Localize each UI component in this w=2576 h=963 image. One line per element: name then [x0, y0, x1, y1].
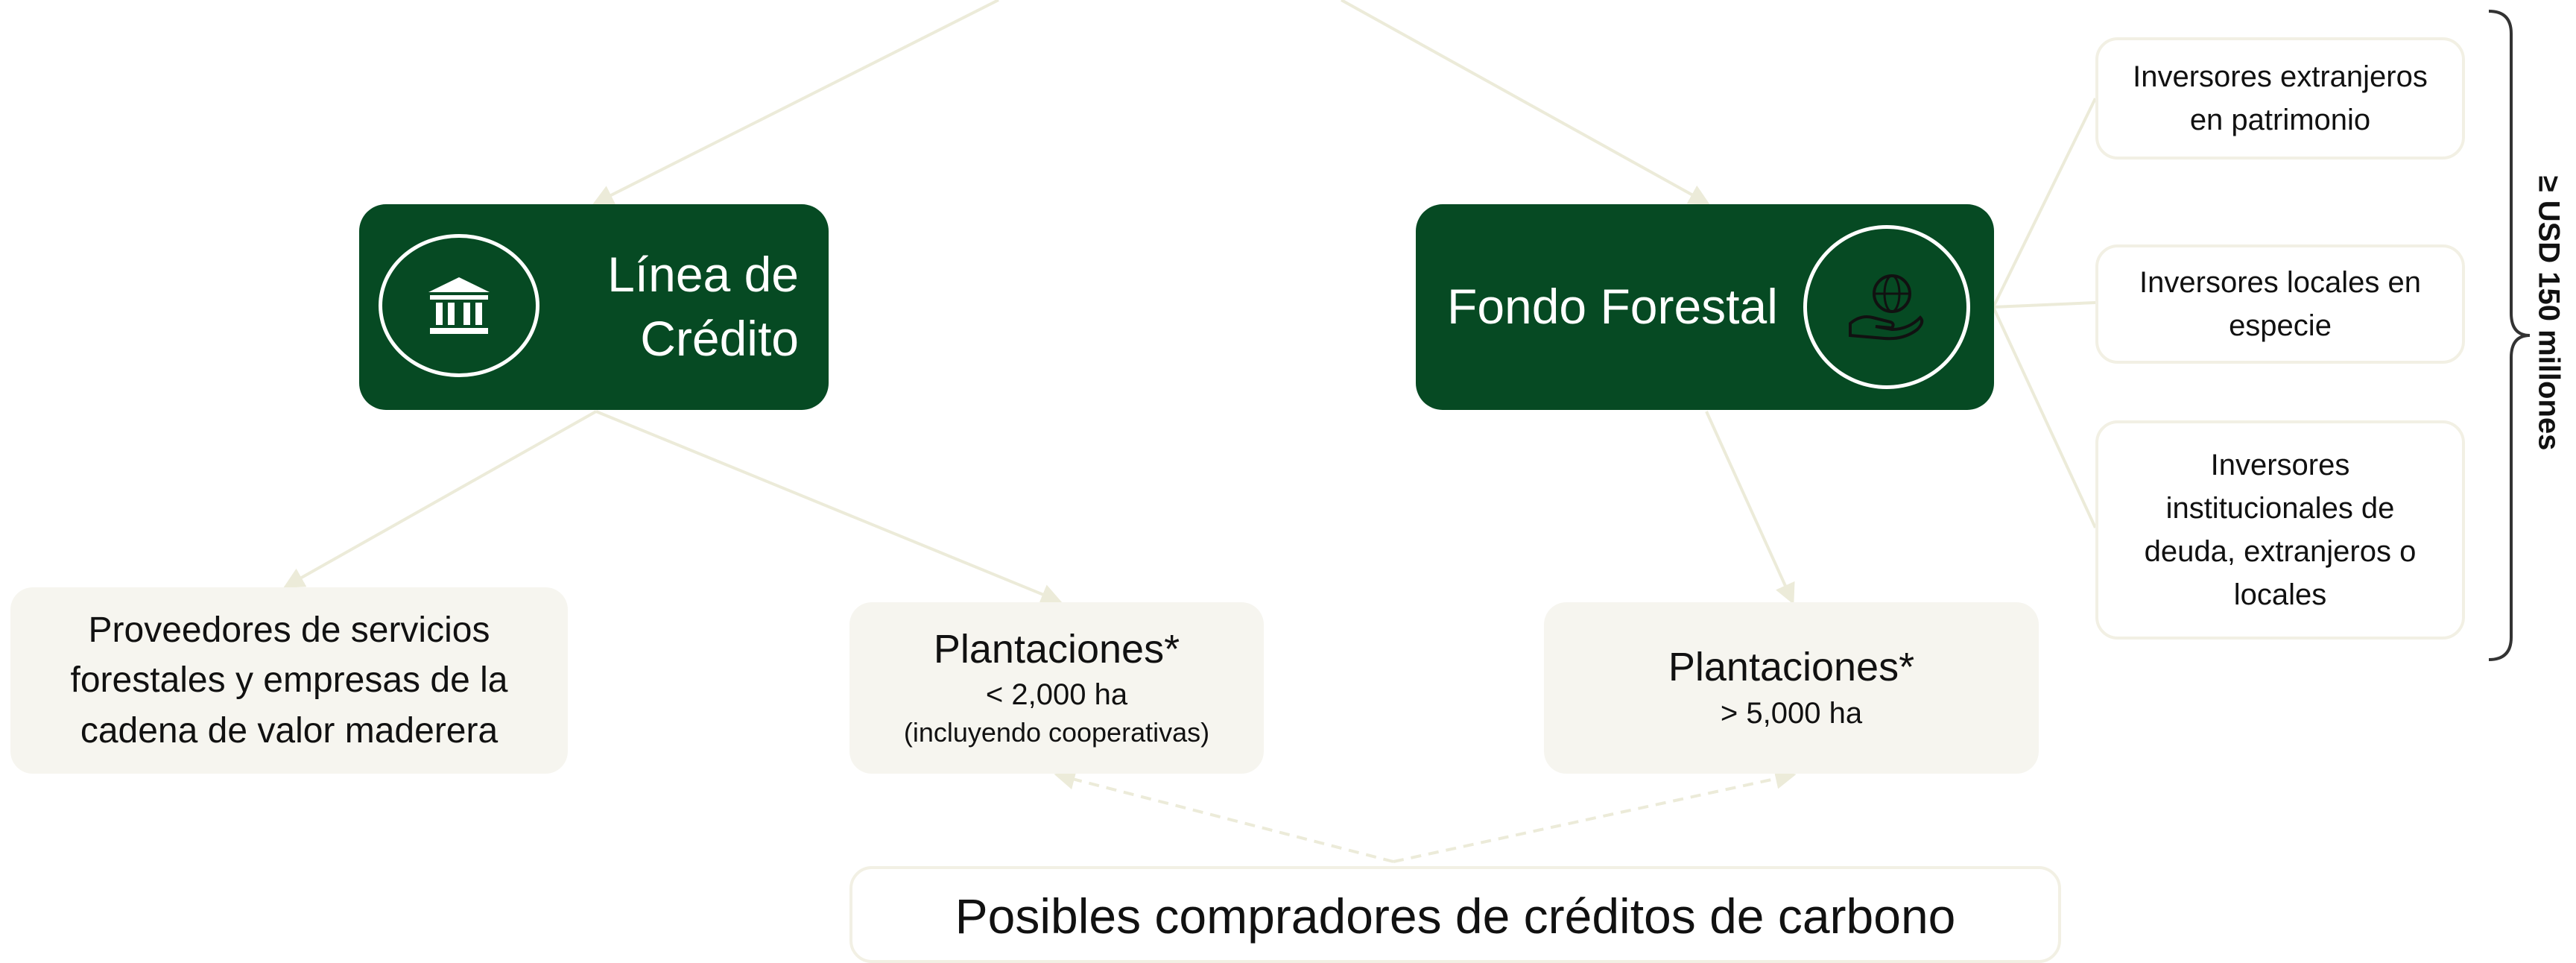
- plantations-small-box: Plantaciones* < 2,000 ha (incluyendo coo…: [849, 602, 1264, 774]
- hand-globe-icon: [1849, 274, 1924, 341]
- connector-top-to-fund: [1341, 0, 1710, 205]
- credit-line-icon-circle: [379, 234, 539, 377]
- connector-credit-to-plantations-small: [595, 410, 1063, 604]
- service-providers-box: Proveedores de servicios forestales y em…: [10, 587, 568, 774]
- plantations-large-size: > 5,000 ha: [1720, 696, 1863, 730]
- connector-investor-3: [1992, 306, 2097, 528]
- connector-investor-2: [1993, 301, 2096, 309]
- forest-fund-icon-circle: [1803, 225, 1970, 389]
- bank-icon: [428, 277, 490, 334]
- connector-credit-to-providers: [283, 410, 597, 588]
- investor-box-3: Inversores institucionales de deuda, ext…: [2095, 420, 2465, 640]
- service-providers-text: Proveedores de servicios forestales y em…: [70, 610, 508, 751]
- carbon-buyers-text: Posibles compradores de créditos de carb…: [955, 888, 1956, 944]
- investor-text-2: Inversores locales en especie: [2139, 266, 2421, 342]
- carbon-buyers-box: Posibles compradores de créditos de carb…: [849, 866, 2061, 963]
- connector-fund-to-plantations-large: [1705, 411, 1795, 605]
- connector-top-to-credit: [592, 0, 999, 205]
- forest-fund-title: Fondo Forestal: [1447, 279, 1778, 335]
- plantations-small-note: (incluyendo cooperativas): [903, 717, 1210, 748]
- brace-label: ≥ USD 150 millones: [2532, 175, 2566, 451]
- plantations-small-size: < 2,000 ha: [985, 678, 1128, 712]
- investors-brace: [2488, 10, 2531, 661]
- investor-box-2: Inversores locales en especie: [2095, 244, 2465, 364]
- plantations-large-title: Plantaciones*: [1668, 645, 1915, 690]
- connector-carbon-to-plantations-large: [1393, 768, 1797, 863]
- plantations-large-box: Plantaciones* > 5,000 ha: [1544, 602, 2039, 774]
- investor-text-1: Inversores extranjeros en patrimonio: [2133, 60, 2428, 136]
- investor-box-1: Inversores extranjeros en patrimonio: [2095, 37, 2465, 160]
- connector-investor-1: [1992, 98, 2097, 308]
- forest-fund-box: Fondo Forestal: [1416, 204, 1994, 410]
- credit-line-title: Línea de Crédito: [607, 247, 799, 366]
- credit-line-box: Línea de Crédito: [359, 204, 829, 410]
- plantations-small-title: Plantaciones*: [933, 626, 1180, 672]
- connector-carbon-to-plantations-small: [1054, 769, 1394, 863]
- investor-text-3: Inversores institucionales de deuda, ext…: [2144, 449, 2417, 611]
